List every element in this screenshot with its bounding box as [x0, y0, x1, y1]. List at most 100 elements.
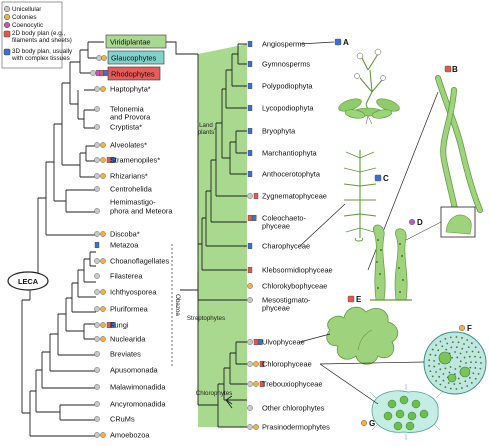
plant-label-gymnosperms: Gymnosperms — [262, 60, 310, 69]
plant-label-coleochaeto2: phyceae — [262, 222, 290, 231]
unicellular-icon — [94, 384, 100, 390]
unicellular-icon — [94, 124, 100, 130]
colonies-icon — [253, 424, 259, 430]
plant-label-prasino: Prasinodermophytes — [262, 423, 330, 432]
volvox-cell — [449, 336, 452, 339]
unicellular-icon — [247, 361, 253, 367]
volvox-cell — [465, 351, 468, 353]
plant-label-lycopodiophyta: Lycopodiophyta — [262, 104, 314, 113]
pointer-g — [319, 363, 379, 405]
volvox-cell — [431, 375, 434, 378]
body2d-legend-icon — [3, 30, 11, 38]
volvox-cell — [466, 385, 469, 387]
body3d-icon — [110, 157, 116, 163]
volvox-cell — [467, 346, 470, 349]
plant-tree — [180, 43, 247, 428]
legend-body2d-line2: filaments and sheets) — [12, 37, 72, 44]
volvox-cell — [480, 362, 482, 364]
unicellular-icon — [247, 381, 253, 387]
volvox-cell — [459, 382, 461, 385]
gonium-illustration-g — [369, 384, 443, 440]
group-label-choanoflagellates: Choanoflagellates — [110, 257, 169, 266]
plant-label-zygnematophyceae: Zygnematophyceae — [262, 192, 327, 201]
pointer-a — [299, 41, 335, 45]
unicellular-icon — [247, 405, 253, 411]
legend-colonies: Colonies — [12, 14, 37, 21]
volvox-cell — [434, 354, 437, 357]
unicellular-icon — [247, 297, 253, 303]
unicellular-icon — [94, 106, 100, 112]
group-label-ichthyosporea: Ichthyosporea — [110, 288, 157, 297]
rhodophytes-box — [107, 66, 161, 81]
volvox-cell — [463, 356, 466, 359]
unicellular-icon — [94, 289, 100, 295]
body2d-icon — [253, 193, 259, 199]
ulva-illustration-e — [326, 306, 399, 365]
glaucophytes-label: Glaucophytes — [111, 54, 156, 63]
group-label-cryptista: Cryptista* — [110, 123, 142, 132]
volvox-cell — [455, 346, 458, 349]
volvox-cell — [447, 382, 450, 384]
panel-f-label: F — [467, 324, 472, 333]
group-label-crums: CRuMs — [110, 415, 135, 424]
group-label-fungi: Fungi — [110, 321, 129, 330]
legend-unicellular: Unicellular — [12, 6, 41, 13]
panel-f-icon — [459, 325, 466, 332]
group-label-amoebozoa: Amoebozoa — [110, 431, 150, 440]
group-label-centrohelida: Centrohelida — [110, 185, 153, 194]
colonies-icon — [100, 142, 106, 148]
unicellular-icon — [247, 193, 253, 199]
group-label-metazoa: Metazoa — [110, 241, 139, 250]
volvox-cell — [444, 386, 447, 389]
volvox-cell — [435, 371, 437, 373]
panel-e-label: E — [356, 295, 362, 304]
volvox-cell — [449, 366, 452, 368]
plant-label-mesostigmato2: phyceae — [262, 304, 290, 313]
volvox-cell — [461, 337, 463, 339]
unicellular-icon — [94, 432, 100, 438]
group-label-telonemia2: and Provora — [110, 113, 151, 122]
viridiplantae-connector — [166, 41, 198, 55]
volvox-cell — [469, 366, 472, 369]
legend: Unicellular Colonies Coenocytic 2D body … — [1, 1, 73, 69]
volvox-cell — [448, 371, 451, 374]
unicellular-icon — [94, 273, 100, 279]
volvox-cell — [457, 341, 460, 344]
volvox-cell — [444, 367, 447, 370]
body3d-icon — [247, 128, 253, 134]
group-label-hemimastigo2: phora and Meteora — [110, 207, 173, 216]
rhodophyte-tip-icons — [90, 70, 108, 76]
volvox-cell — [442, 373, 445, 375]
volvox-cell — [438, 363, 440, 365]
volvox-cell — [479, 367, 482, 370]
plant-label-bryophyta: Bryophyta — [262, 127, 296, 136]
chara-illustration — [343, 150, 377, 242]
plant-label-coleochaeto1: Coleochaeto- — [262, 214, 307, 223]
panel-d-icon — [409, 218, 416, 225]
colonies-icon — [100, 86, 106, 92]
unicellular-icon — [94, 416, 100, 422]
panel-d-label: D — [417, 218, 423, 227]
group-label-rhizarians: Rhizarians* — [110, 172, 148, 181]
unicellular-icon — [94, 157, 100, 163]
unicellular-icon — [94, 336, 100, 342]
body3d-icon — [251, 215, 257, 221]
volvox-cell — [470, 381, 473, 384]
volvox-cell — [433, 365, 436, 368]
body2d-icon — [259, 381, 265, 387]
volvox-cell — [468, 376, 471, 379]
volvox-cell — [429, 353, 432, 356]
group-label-apusomonada: Apusomonada — [110, 366, 159, 375]
colonies-icon — [253, 361, 259, 367]
group-label-telonemia1: Telonemia — [110, 105, 145, 114]
angiosperm-illustration — [338, 48, 400, 125]
chlorophytes-label: Chlorophytes — [196, 390, 232, 397]
unicellular-icon — [94, 86, 100, 92]
volvox-cell — [474, 355, 476, 358]
plant-label-ulvophyceae: Ulvophyceae — [262, 338, 305, 347]
volvox-cell — [479, 356, 482, 359]
volvox-cell — [439, 383, 442, 386]
group-label-alveolates: Alveolates* — [110, 141, 147, 150]
volvox-cell — [454, 351, 456, 353]
body2d-icon — [247, 267, 253, 273]
